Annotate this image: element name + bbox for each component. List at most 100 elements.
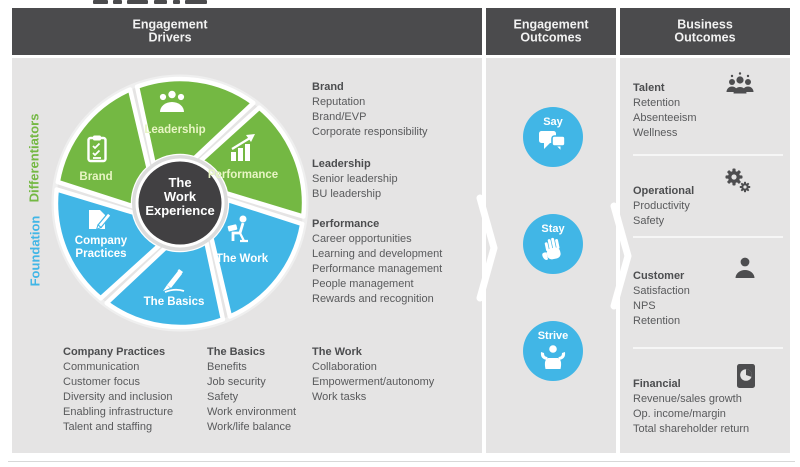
leadership-detail-list: Leadership Senior leadership BU leadersh… <box>312 157 398 202</box>
list-item: Total shareholder return <box>633 423 750 435</box>
brand-segment-label: Brand <box>79 171 112 183</box>
section-divider <box>633 347 783 349</box>
list-item: Safety <box>207 391 239 403</box>
list-item: Work tasks <box>312 391 367 403</box>
financial-heading: Financial <box>633 378 681 390</box>
hub-text-line2: Work <box>164 189 197 204</box>
section-divider <box>633 154 783 156</box>
talent-section: Talent Retention Absenteeism Wellness <box>633 81 788 141</box>
company-practices-segment-label-line2: Practices <box>75 248 126 260</box>
list-item: Enabling infrastructure <box>63 406 174 418</box>
performance-chart-icon <box>231 134 255 161</box>
list-item: Revenue/sales growth <box>633 393 742 405</box>
list-item: Communication <box>63 361 140 373</box>
leadership-segment-label: Leadership <box>144 124 205 136</box>
list-item: Senior leadership <box>312 173 398 185</box>
list-item: Job security <box>207 376 266 388</box>
cropped-text-artifact <box>0 0 800 5</box>
list-item: Empowerment/autonomy <box>312 376 435 388</box>
flow-chevron-right-icon <box>476 194 498 302</box>
list-item: Safety <box>633 215 665 227</box>
list-item: Productivity <box>633 200 690 212</box>
business-title-line1: Business <box>677 17 733 31</box>
list-item: Reputation <box>312 96 366 108</box>
performance-detail-heading: Performance <box>312 218 380 230</box>
the-basics-detail-list: The Basics Benefits Job security Safety … <box>207 345 296 435</box>
list-item: Op. income/margin <box>633 408 726 420</box>
list-item: Rewards and recognition <box>312 293 434 305</box>
engagement-drivers-header: Engagement Drivers <box>12 8 482 55</box>
the-basics-detail-heading: The Basics <box>207 346 266 358</box>
performance-detail-list: Performance Career opportunities Learnin… <box>312 217 442 307</box>
say-outcome-circle: Say <box>523 107 583 167</box>
say-label: Say <box>543 116 563 128</box>
company-practices-document-icon <box>89 210 112 231</box>
leadership-people-icon <box>159 90 185 112</box>
list-item: Retention <box>633 315 681 327</box>
strive-outcome-circle: Strive <box>523 321 583 381</box>
company-practices-detail-heading: Company Practices <box>63 346 166 358</box>
hub-text-line3: Experience <box>145 203 214 218</box>
customer-section: Customer Satisfaction NPS Retention <box>633 269 788 329</box>
brand-clipboard-icon <box>87 135 107 163</box>
report-chart-icon <box>737 364 755 388</box>
person-icon <box>735 257 755 278</box>
list-item: Work environment <box>207 406 297 418</box>
outcomes-title-line2: Outcomes <box>520 30 582 45</box>
business-panel <box>620 58 790 453</box>
stay-outcome-circle: Stay <box>523 214 583 274</box>
list-item: Performance management <box>312 263 443 275</box>
customer-heading: Customer <box>633 270 685 282</box>
flexing-person-icon <box>540 345 566 369</box>
company-practices-segment-label-line1: Company <box>75 235 128 247</box>
bottom-rule <box>8 461 795 462</box>
list-item: People management <box>312 278 414 290</box>
leadership-detail-heading: Leadership <box>312 158 371 170</box>
the-work-person-laptop-icon <box>227 215 248 243</box>
list-item: Corporate responsibility <box>312 126 428 138</box>
list-item: Retention <box>633 97 681 109</box>
list-item: Collaboration <box>312 361 377 373</box>
list-item: Absenteeism <box>633 112 697 124</box>
talent-heading: Talent <box>633 82 665 94</box>
list-item: BU leadership <box>312 188 382 200</box>
list-item: Wellness <box>633 127 678 139</box>
brand-detail-heading: Brand <box>312 81 344 93</box>
financial-section: Financial Revenue/sales growth Op. incom… <box>633 377 788 437</box>
list-item: Work/life balance <box>207 421 292 433</box>
hand-icon <box>542 237 561 260</box>
list-item: Learning and development <box>312 248 443 260</box>
people-group-icon <box>726 72 754 94</box>
list-item: Customer focus <box>63 376 141 388</box>
hub-text-line1: The <box>168 175 191 190</box>
company-practices-detail-list: Company Practices Communication Customer… <box>63 345 173 435</box>
the-work-detail-heading: The Work <box>312 346 362 358</box>
drivers-title-line1: Engagement <box>132 17 208 31</box>
list-item: NPS <box>633 300 656 312</box>
list-item: Career opportunities <box>312 233 412 245</box>
list-item: Benefits <box>207 361 247 373</box>
stay-label: Stay <box>541 223 565 235</box>
operational-heading: Operational <box>633 185 695 197</box>
operational-section: Operational Productivity Safety <box>633 184 788 229</box>
performance-segment-label: Performance <box>208 169 278 181</box>
the-basics-segment-label: The Basics <box>144 296 205 308</box>
business-title-line2: Outcomes <box>674 30 736 45</box>
speech-bubbles-icon <box>539 131 566 153</box>
outcomes-title-line1: Engagement <box>513 17 589 31</box>
the-basics-pen-icon <box>163 269 185 293</box>
list-item: Brand/EVP <box>312 111 367 123</box>
flow-chevron-right-icon <box>610 202 632 310</box>
work-experience-wheel: The Work Experience <box>51 74 309 332</box>
drivers-title-line2: Drivers <box>148 30 192 45</box>
the-work-detail-list: The Work Collaboration Empowerment/auton… <box>312 345 434 405</box>
the-work-segment-label: The Work <box>216 253 269 265</box>
list-item: Diversity and inclusion <box>63 391 173 403</box>
strive-label: Strive <box>537 330 569 342</box>
business-outcomes-header: Business Outcomes <box>620 8 790 55</box>
section-divider <box>633 236 783 238</box>
foundation-side-label: Foundation <box>27 215 43 287</box>
hub-circle <box>138 161 222 245</box>
list-item: Talent and staffing <box>63 421 153 433</box>
